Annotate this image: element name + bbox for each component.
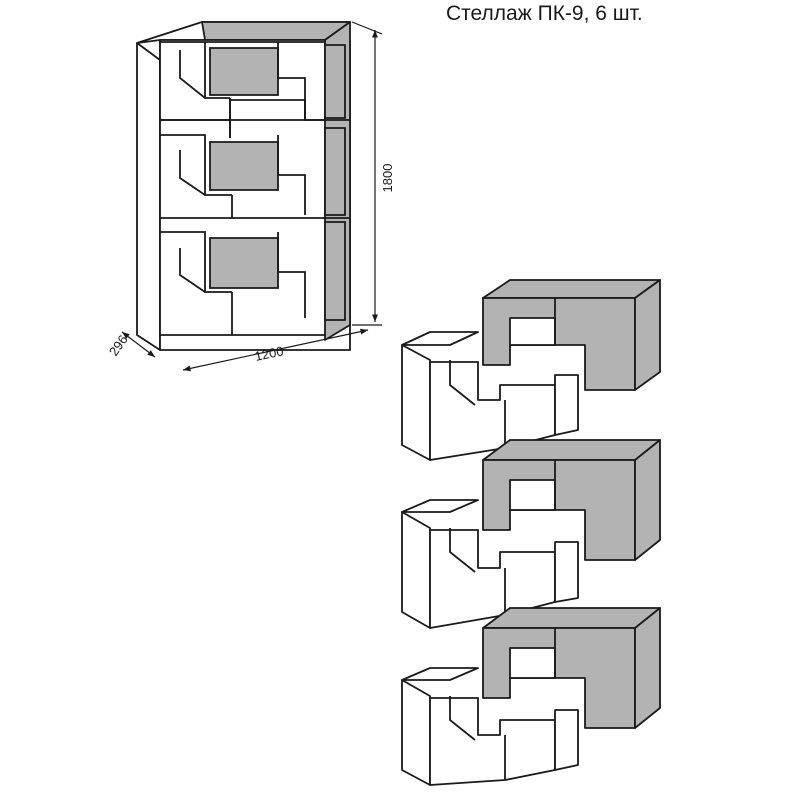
rack-left-side — [136, 42, 161, 351]
height-dimension-label: 1800 — [380, 164, 395, 193]
module-1-grey-back — [209, 47, 279, 96]
exploded-module-grey-3 — [482, 607, 661, 729]
rack-module-1 — [159, 41, 350, 138]
width-dimension-label: 1200 — [253, 343, 284, 364]
module-3-grey-back — [209, 237, 279, 289]
exploded-module-grey-2 — [482, 439, 661, 561]
width-dimension-line — [182, 328, 369, 372]
page-title: Стеллаж ПК-9, 6 шт. — [446, 2, 643, 25]
module-2-grey-back — [209, 141, 279, 191]
module-2-grey-right — [324, 127, 346, 216]
rack-module-3 — [160, 221, 346, 336]
rack-module-2 — [160, 127, 350, 219]
module-1-grey-right — [324, 44, 346, 119]
exploded-module-white-2 — [401, 499, 579, 629]
exploded-module-white-1 — [401, 331, 579, 461]
module-3-grey-right — [324, 221, 346, 321]
exploded-module-grey-1 — [482, 279, 661, 391]
exploded-module-white-3 — [401, 667, 579, 786]
dimension-lines — [121, 21, 383, 372]
depth-dimension-line — [121, 331, 156, 358]
